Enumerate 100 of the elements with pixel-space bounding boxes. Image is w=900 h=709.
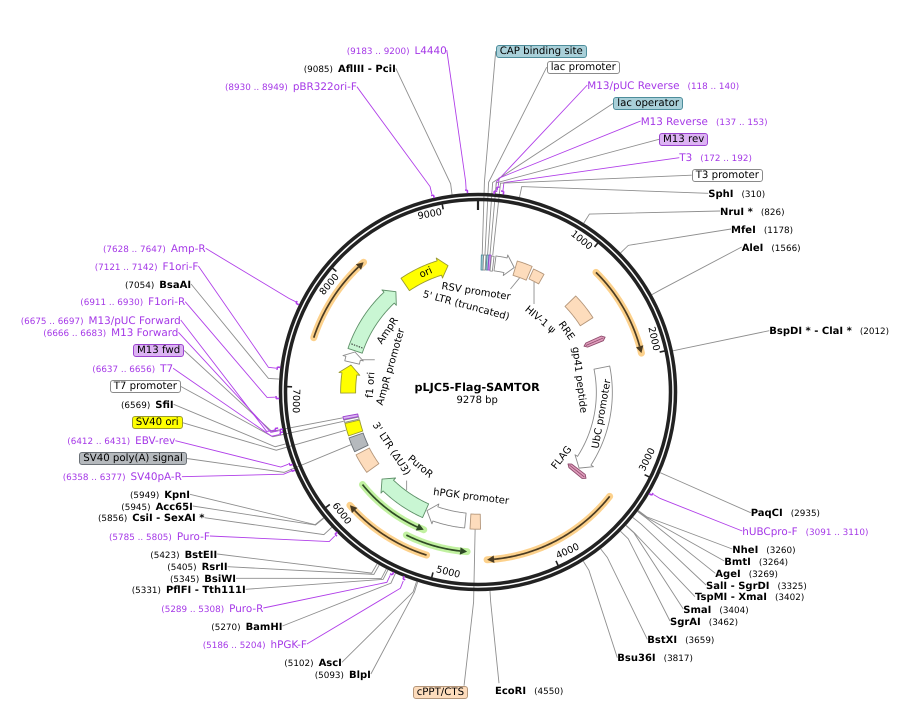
scale-label: 9000 (416, 208, 442, 223)
enzyme-label: SgrAI (3462) (670, 614, 738, 628)
primer-mark (275, 394, 280, 400)
pointed-feature-block (342, 351, 364, 366)
primer-label: (6675 .. 6697) M13/pUC Forward (20, 312, 181, 328)
enzyme-label: EcoRI (4550) (495, 683, 564, 698)
primer-label: (5289 .. 5308) Puro-R (161, 600, 264, 616)
primer-label: (6358 .. 6377) SV40pA-R (62, 469, 182, 484)
leader-line (632, 517, 706, 586)
enzyme-label: Bsu36I (3817) (617, 650, 693, 666)
leader-line (181, 470, 292, 478)
leader-line (174, 440, 289, 468)
primer-mark (334, 530, 338, 538)
feature-block (468, 512, 482, 530)
leader-line (262, 574, 391, 608)
leader-line (245, 569, 388, 590)
enzyme-label: BspDI * - ClaI * (2012) (769, 323, 890, 338)
enzyme-label: BmtI (3264) (724, 554, 788, 568)
enzyme-label: SphI (310) (708, 186, 766, 201)
leader-line (190, 494, 324, 526)
enzyme-label: MfeI (1178) (731, 222, 794, 236)
leader-line (637, 511, 716, 574)
plasmid-length: 9278 bp (456, 394, 498, 406)
primer-label: (6911 .. 6930) F1ori-R (80, 294, 186, 310)
primer-label: (6637 .. 6656) T7 (92, 360, 174, 376)
primer-mark (278, 428, 284, 433)
enzyme-label: (5856) CsiI - SexAI * (98, 510, 204, 526)
leader-line (341, 581, 417, 663)
primer-label: (8930 .. 8949) pBR322ori-F (225, 79, 357, 94)
leader-line (660, 472, 752, 514)
leader-line (490, 138, 660, 256)
leader-line (638, 510, 733, 550)
primer-label: (5186 .. 5204) hPGK-F (202, 636, 307, 652)
leader-line (490, 590, 500, 684)
feature-label: SV40 ori (132, 416, 183, 430)
feature-label: M13 rev (659, 132, 708, 146)
enzyme-label: (5423) BstEII (150, 546, 218, 562)
feature-block (348, 432, 369, 452)
enzyme-label: BstXI (3659) (647, 632, 714, 647)
leader-line (227, 564, 380, 575)
primer-mark (388, 570, 394, 576)
enzyme-label: NheI (3260) (732, 542, 796, 556)
primer-label: (9183 .. 9200) L4440 (346, 42, 447, 58)
leader-line (583, 210, 720, 224)
leader-line (184, 301, 276, 398)
enzyme-label: (9085) AflIII - PciI (304, 60, 396, 76)
primer-mark (276, 366, 282, 371)
primer-mark (430, 194, 436, 200)
feature-label: lac promoter (546, 60, 620, 74)
leader-line (651, 246, 742, 296)
leader-line (582, 560, 618, 658)
primer-mark (279, 431, 284, 437)
primer-mark (464, 189, 468, 194)
feature-label: T3 promoter (692, 168, 763, 182)
feature-block (482, 254, 488, 272)
leader-line (209, 536, 336, 542)
leader-line (370, 582, 418, 674)
primer-label: (7628 .. 7647) Amp-R (103, 240, 206, 256)
enzyme-label: (7054) BsaAI (125, 276, 192, 292)
leader-line (236, 568, 387, 579)
leader-line (502, 157, 680, 191)
leader-line (395, 68, 452, 195)
feature-label: M13 fwd (133, 344, 184, 357)
leader-line (360, 359, 376, 360)
feature-label: lac operator (613, 96, 684, 110)
leader-line (498, 120, 642, 186)
feature-label: gp41 peptide (569, 346, 588, 414)
leader-line (178, 332, 279, 433)
scale-label: 2000 (646, 326, 661, 352)
plasmid-name: pLJC5-Flag-SAMTOR (414, 381, 540, 394)
scale-label: 3000 (638, 447, 658, 474)
primer-mark (295, 300, 300, 306)
leader-line (625, 525, 684, 610)
feature-label: SV40 poly(A) signal (79, 452, 187, 465)
leader-line (192, 506, 324, 526)
leader-line (282, 572, 396, 626)
primer-label: (5785 .. 5805) Puro-F (109, 528, 210, 544)
feature-block (344, 419, 364, 438)
primer-label: M13 Reverse (137 .. 153) (640, 114, 768, 128)
leader-line (216, 554, 378, 574)
primer-label: (7121 .. 7142) F1ori-F (94, 258, 198, 274)
enzyme-label: AleI (1566) (742, 240, 801, 254)
pointed-feature-block (380, 476, 430, 518)
enzyme-label: (5949) KpnI (130, 486, 190, 502)
leader-line (356, 86, 432, 195)
leader-line (600, 548, 648, 640)
feature-label: CAP binding site (496, 44, 587, 58)
leader-line (620, 228, 732, 254)
leader-line (184, 350, 344, 432)
feature-label: T7 promoter (110, 380, 181, 393)
leader-line (446, 50, 467, 190)
leader-line (182, 422, 346, 451)
feature-label: cPPT/CTS (412, 686, 468, 699)
primer-label: (6412 .. 6431) EBV-rev (67, 433, 176, 448)
feature-block (528, 268, 546, 286)
leader-line (406, 480, 408, 491)
primer-mark (496, 186, 500, 192)
leader-line (190, 284, 280, 380)
feature-label: ori (418, 266, 435, 281)
feature-block (512, 260, 534, 281)
